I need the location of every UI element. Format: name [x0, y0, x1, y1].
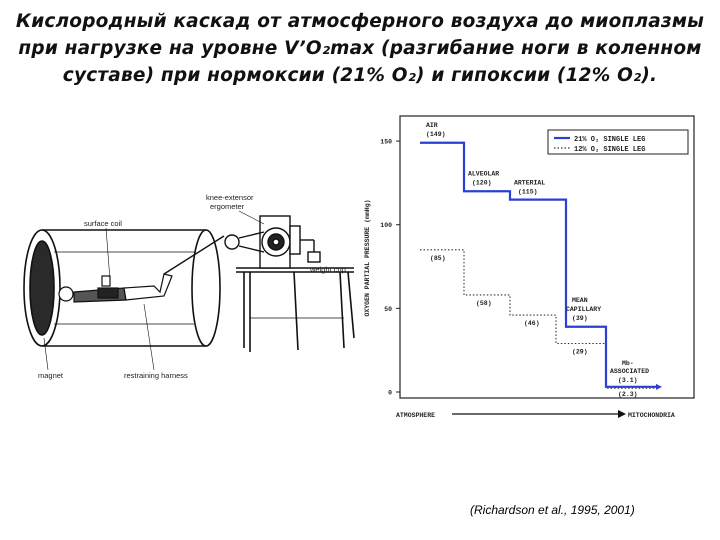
- title-line-3: суставе) при нормоксии (21% O₂) и гипокс…: [62, 65, 658, 86]
- annotation-hypoxia-3: (29): [572, 348, 588, 355]
- annotation-normoxia-10: ASSOCIATED: [610, 368, 649, 375]
- magnet-bore: [23, 229, 221, 347]
- annotation-normoxia-5: (115): [518, 189, 538, 196]
- annotation-normoxia-8: (39): [572, 315, 588, 322]
- annotation-normoxia-6: MEAN: [572, 297, 588, 304]
- oxygen-cascade-chart: 0 50 100 150 OXYGEN PARTIAL PRESSURE (mmHg)…: [364, 115, 695, 419]
- x-axis-label-right: MITOCHONDRIA: [628, 412, 675, 419]
- apparatus-illustration: surface coil knee-extensor ergometer wei…: [23, 193, 355, 380]
- series-line-normoxia: [420, 141, 656, 388]
- annotation-hypoxia-0: (85): [430, 255, 446, 262]
- annotation-normoxia-0: AIR: [426, 122, 438, 129]
- annotation-normoxia-2: ALVEOLAR: [468, 170, 499, 177]
- y-tick-label-2: 100: [380, 222, 392, 229]
- title-line-2: при нагрузке на уровне V’O₂max (разгибан…: [18, 38, 702, 59]
- series-arrow-normoxia: [656, 383, 662, 390]
- title-line-1: Кислородный каскад от атмосферного возду…: [15, 11, 705, 32]
- annotations-hypoxia: (85) (58) (46) (29) (2.3): [430, 255, 638, 398]
- plot-frame: [399, 115, 695, 399]
- label-weight-cup: weight cup: [309, 265, 346, 274]
- annotation-normoxia-9: Mb-: [622, 360, 634, 367]
- label-knee-extensor: knee-extensor: [206, 193, 254, 202]
- y-tick-label-0: 0: [388, 390, 392, 397]
- y-axis: 0 50 100 150: [380, 139, 400, 397]
- annotation-normoxia-7: CAPILLARY: [566, 306, 601, 313]
- x-axis-arrow: ATMOSPHERE MITOCHONDRIA: [396, 410, 675, 419]
- annotation-hypoxia-1: (58): [476, 300, 492, 307]
- label-magnet: magnet: [38, 371, 64, 380]
- legend-label-hypoxia: 12% O₂ SINGLE LEG: [574, 146, 645, 154]
- label-surface-coil: surface coil: [84, 219, 122, 228]
- annotations-normoxia: AIR (149) ALVEOLAR (120) ARTERIAL (115) MEAN CA…: [426, 122, 649, 384]
- citation: (Richardson et al., 1995, 2001): [470, 503, 635, 517]
- legend-label-normoxia: 21% O₂ SINGLE LEG: [574, 136, 645, 144]
- slide-title: Кислородный каскад от атмосферного возду…: [0, 8, 720, 89]
- subject-figure: [58, 235, 225, 303]
- annotation-normoxia-11: (3.1): [618, 377, 638, 384]
- annotation-hypoxia-4: (2.3): [618, 391, 638, 398]
- annotation-normoxia-4: ARTERIAL: [514, 180, 545, 187]
- ergometer-table: [236, 267, 355, 352]
- x-axis-label-left: ATMOSPHERE: [396, 412, 435, 419]
- y-axis-label: OXYGEN PARTIAL PRESSURE (mmHg): [364, 199, 371, 316]
- y-tick-label-3: 150: [380, 139, 392, 146]
- annotation-normoxia-3: (120): [472, 179, 492, 186]
- annotation-hypoxia-2: (46): [524, 320, 540, 327]
- y-tick-label-1: 50: [384, 306, 392, 313]
- label-ergometer: ergometer: [210, 202, 245, 211]
- annotation-normoxia-1: (149): [426, 131, 446, 138]
- legend: 21% O₂ SINGLE LEG 12% O₂ SINGLE LEG: [547, 129, 689, 155]
- ergometer: [224, 215, 321, 269]
- label-restraining-harness: restraining harness: [124, 371, 188, 380]
- series-normoxia: [420, 141, 662, 390]
